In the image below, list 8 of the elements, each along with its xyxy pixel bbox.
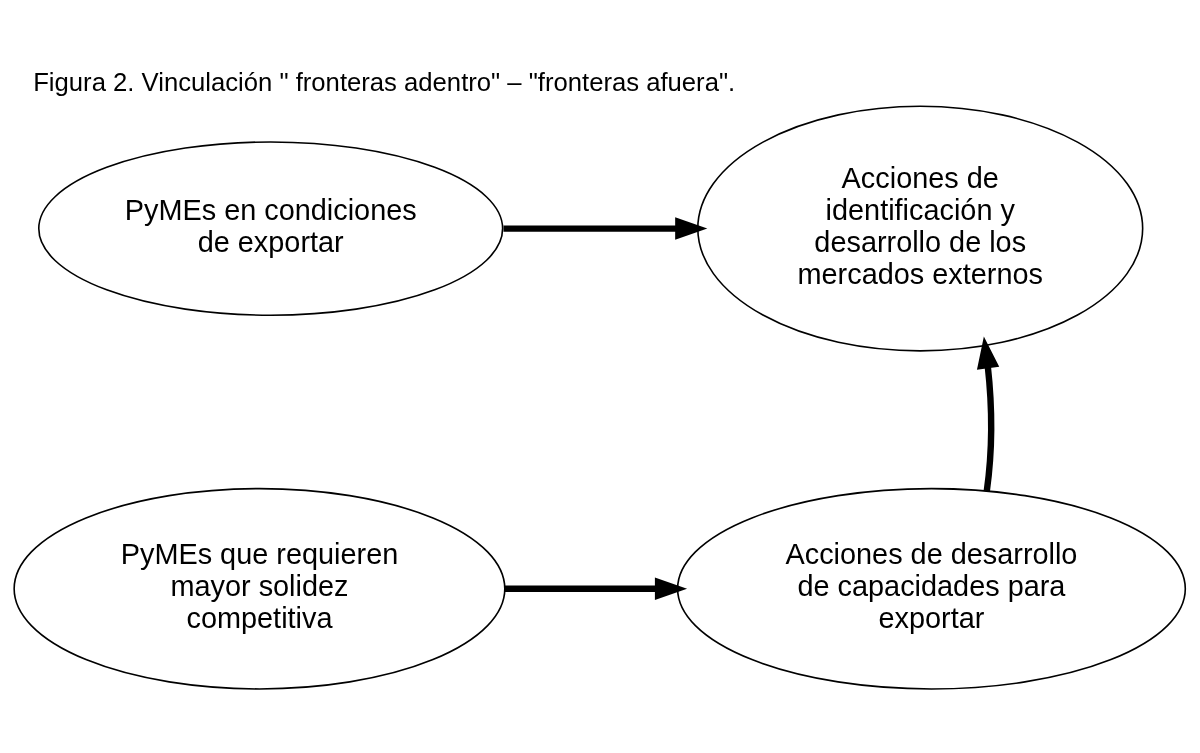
node-ellipse: PyMEs que requieren mayor solidez competitiva xyxy=(13,487,506,690)
node-ellipse: Acciones de desarrollo de capacidades para exportar xyxy=(676,487,1187,690)
arrow xyxy=(504,577,688,601)
node-ellipse: PyMEs en condiciones de exportar xyxy=(38,141,504,316)
node-ellipse: Acciones de identificación y desarrollo de los mercados externos xyxy=(697,105,1144,352)
arrow xyxy=(503,217,708,240)
diagram-title: Figura 2. Vinculación " fronteras adentro" – "fronteras afuera". xyxy=(33,68,736,97)
arrow xyxy=(976,336,1000,492)
